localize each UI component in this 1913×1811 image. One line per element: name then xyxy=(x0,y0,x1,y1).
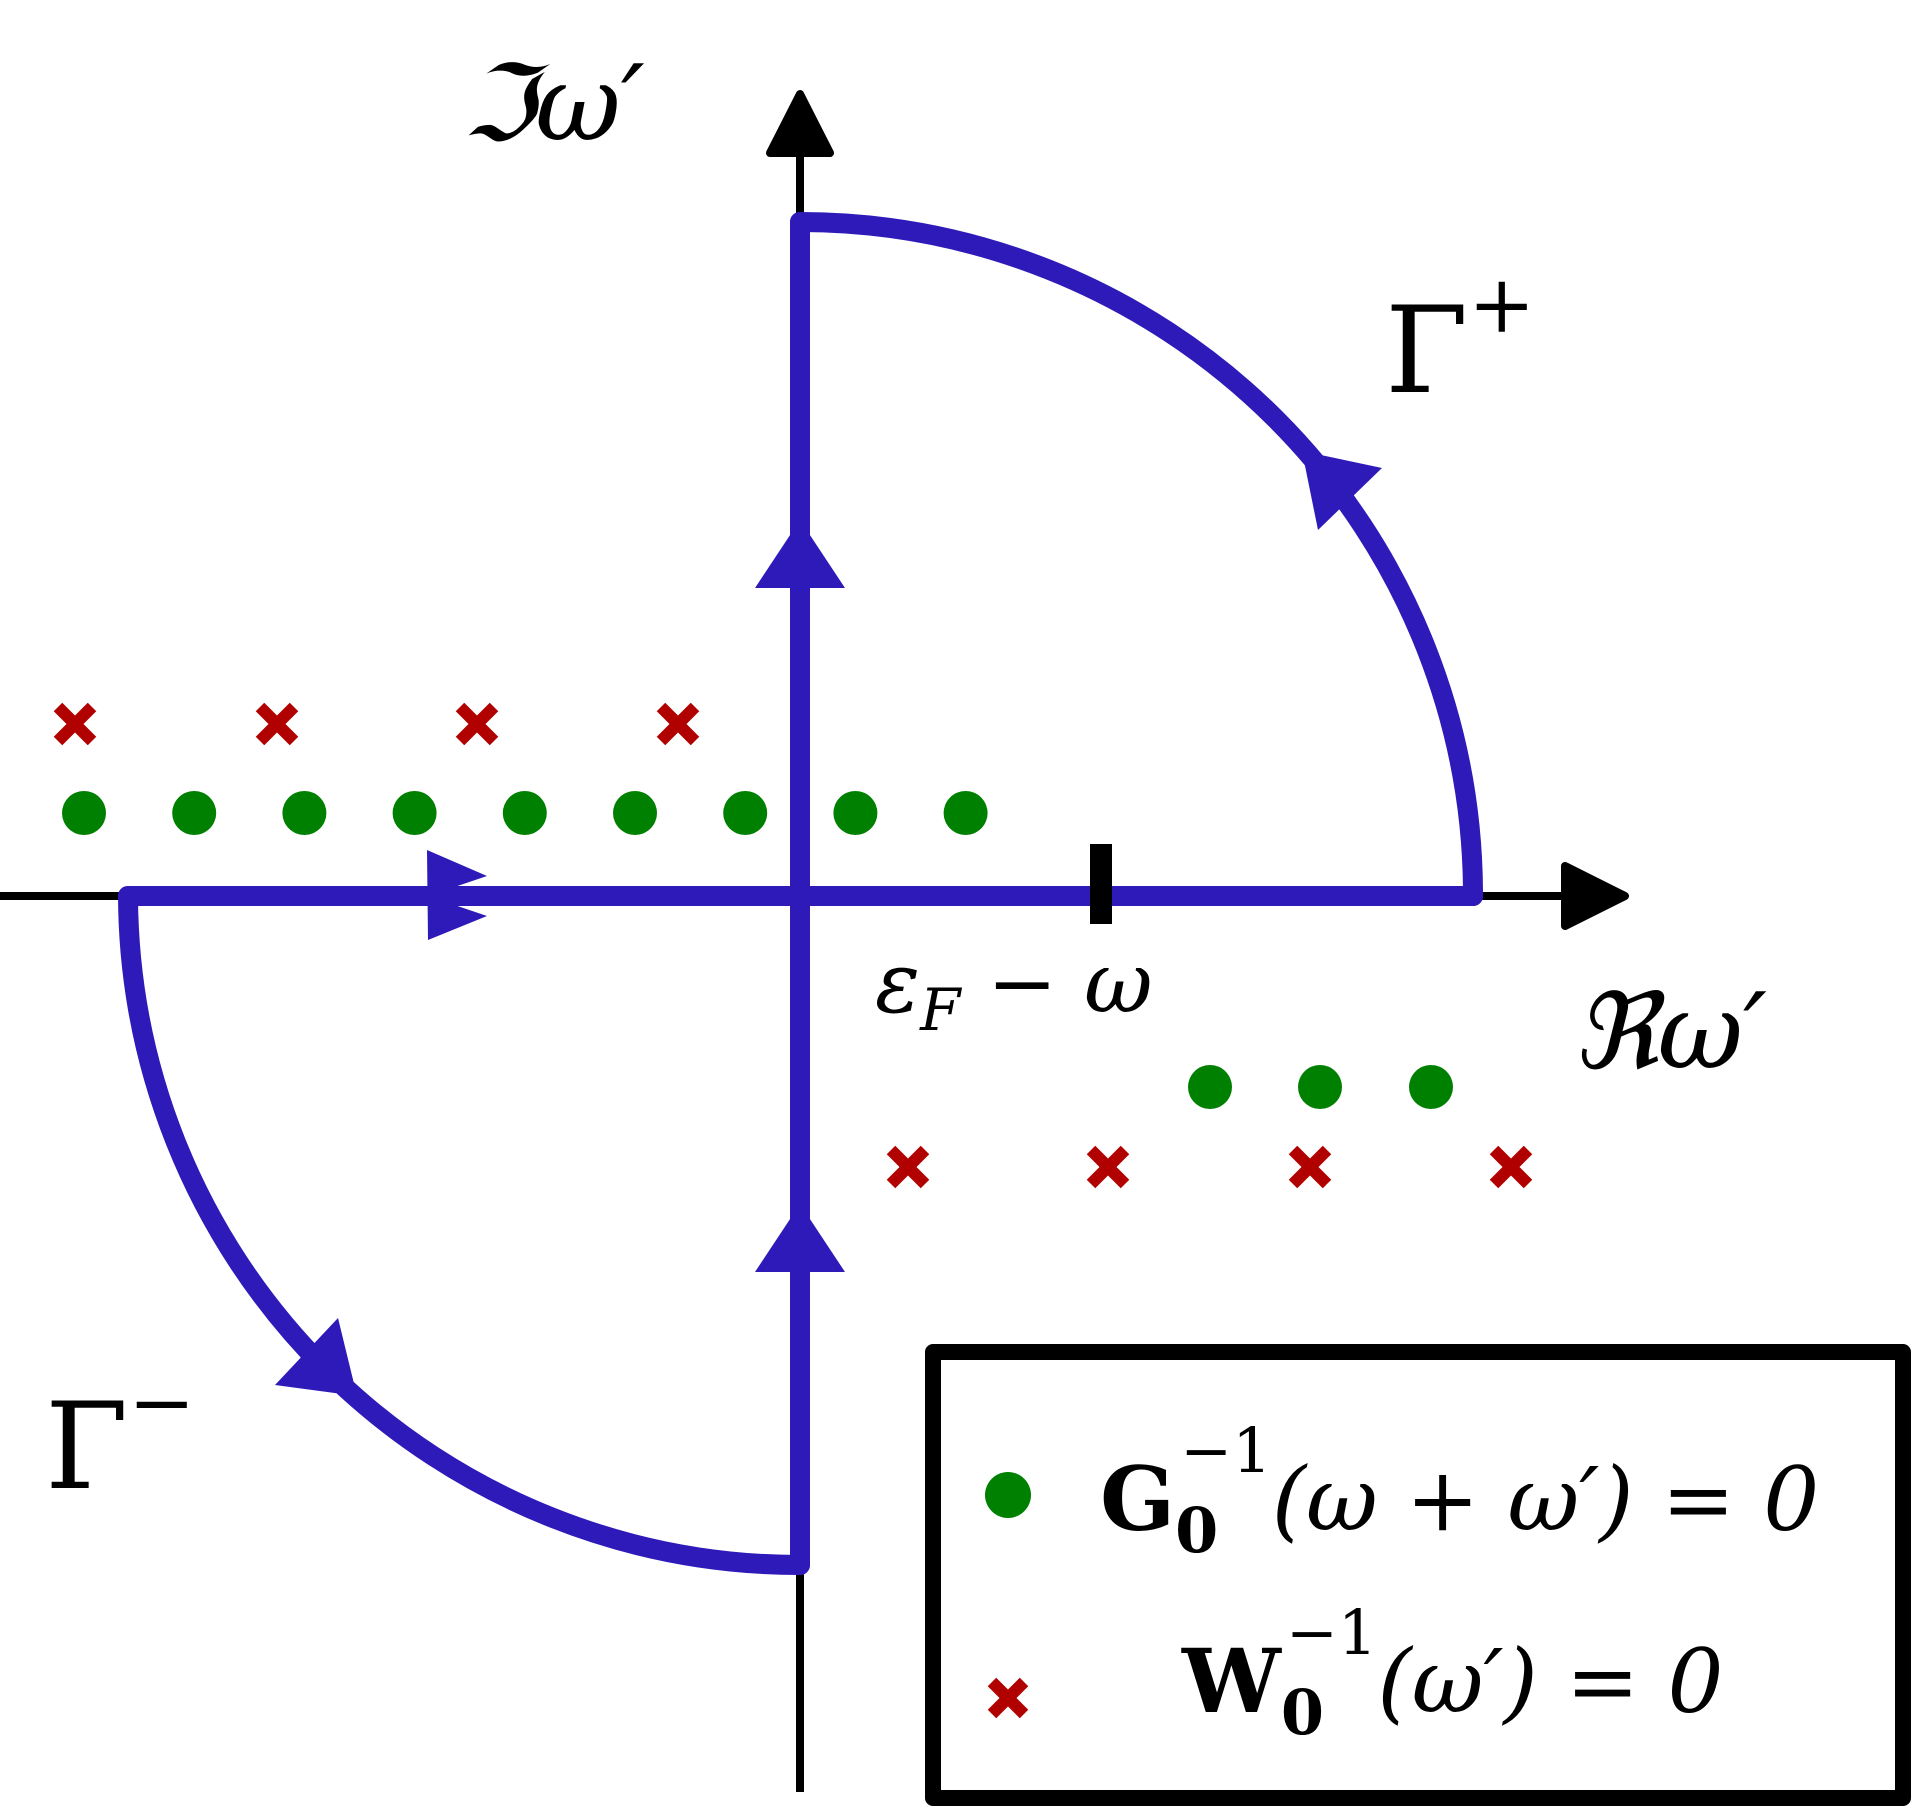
legend-w-rest: (ω′) = 0 xyxy=(1377,1630,1723,1733)
legend-g-base: G xyxy=(1100,1447,1175,1551)
legend-green-label: G0−1(ω + ω′) = 0 xyxy=(1100,1414,1819,1567)
green-pole xyxy=(1188,1065,1232,1109)
arrow-imag-up-upper xyxy=(755,520,845,588)
green-pole xyxy=(392,791,437,835)
red-pole xyxy=(53,702,97,746)
legend-g-sub: 0 xyxy=(1175,1494,1218,1567)
contour-gamma-plus-arc xyxy=(790,212,1484,906)
contour-gamma-minus-arc xyxy=(118,886,810,1575)
real-axis-arrowhead xyxy=(1561,862,1629,930)
fermi-label-rest: − ω xyxy=(960,934,1152,1032)
gamma-plus-label: Γ+ xyxy=(1385,258,1535,421)
legend: G0−1(ω + ω′) = 0 W0−1(ω′) = 0 xyxy=(925,1344,1911,1806)
legend-green-marker xyxy=(985,1472,1031,1518)
green-pole xyxy=(62,791,106,835)
arrow-real-right xyxy=(427,850,487,940)
red-pole xyxy=(255,702,299,746)
green-pole xyxy=(502,791,547,835)
legend-red-label: W0−1(ω′) = 0 xyxy=(1181,1596,1723,1749)
real-axis-label: ℜω′ xyxy=(1572,971,1767,1093)
legend-w-base: W xyxy=(1181,1629,1282,1733)
green-pole xyxy=(1409,1065,1453,1109)
gamma-plus-base: Γ xyxy=(1385,282,1468,421)
contour-arrows xyxy=(275,451,1382,1396)
green-pole xyxy=(282,791,327,835)
gamma-minus-sup: − xyxy=(128,1356,195,1449)
arrow-gamma-plus xyxy=(1302,451,1382,530)
gamma-minus-base: Γ xyxy=(45,1378,128,1517)
fermi-label-sub: F xyxy=(919,976,962,1044)
imag-axis-arrowhead xyxy=(766,90,834,157)
red-poles xyxy=(53,702,1533,1189)
legend-g-rest: (ω + ω′) = 0 xyxy=(1272,1448,1820,1551)
fermi-label-sym: ε xyxy=(875,934,920,1032)
red-pole xyxy=(1288,1145,1332,1189)
fermi-label: εF − ω xyxy=(875,934,1153,1044)
green-pole xyxy=(613,791,657,835)
green-pole xyxy=(723,791,768,835)
green-pole xyxy=(172,791,217,835)
red-pole xyxy=(886,1145,930,1189)
legend-g-sup: −1 xyxy=(1180,1414,1271,1487)
green-pole xyxy=(943,791,988,835)
green-pole xyxy=(833,791,878,835)
red-pole xyxy=(1489,1145,1533,1189)
legend-red-marker xyxy=(987,1677,1029,1719)
red-pole xyxy=(455,702,499,746)
green-poles xyxy=(62,791,1453,1109)
arrow-gamma-minus xyxy=(275,1318,357,1396)
arrow-imag-up-lower xyxy=(755,1204,845,1272)
red-pole xyxy=(1086,1145,1130,1189)
legend-w-sup: −1 xyxy=(1286,1596,1377,1669)
imag-axis-label: ℑω′ xyxy=(462,43,645,165)
gamma-minus-label: Γ− xyxy=(45,1356,195,1517)
gamma-plus-sup: + xyxy=(1468,258,1535,351)
legend-box xyxy=(925,1344,1911,1806)
green-pole xyxy=(1298,1065,1342,1109)
red-pole xyxy=(656,702,700,746)
legend-w-sub: 0 xyxy=(1281,1676,1324,1749)
